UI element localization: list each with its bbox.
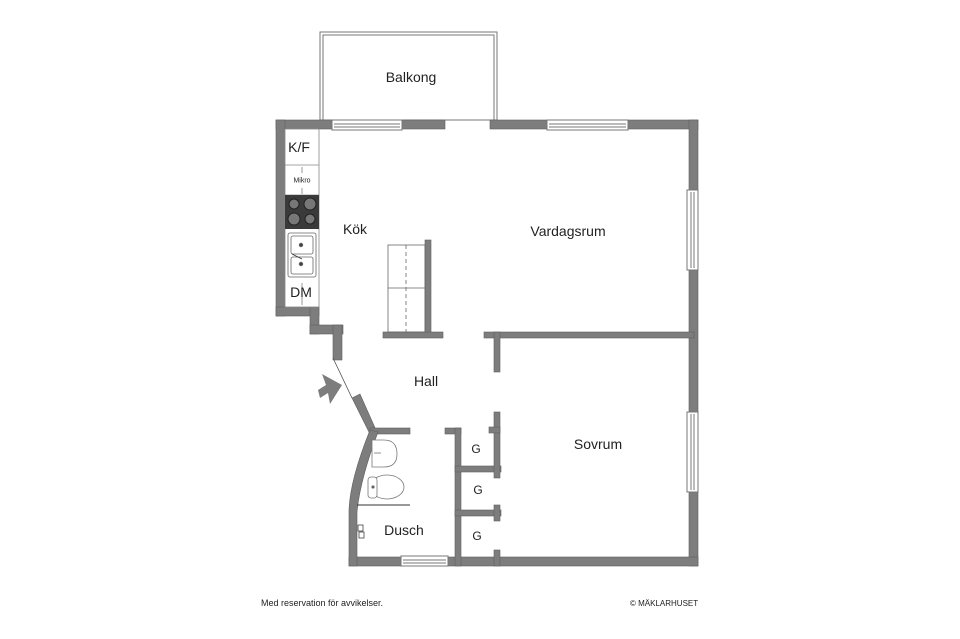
- walls: [275, 119, 699, 567]
- entrance-door[interactable]: [332, 357, 353, 399]
- shower-head-icon: [357, 524, 365, 539]
- fixture-label-kf: K/F: [288, 139, 310, 155]
- windows: [331, 119, 699, 567]
- toilet-icon: [367, 474, 405, 500]
- room-label-hall: Hall: [413, 373, 439, 389]
- kitchen-counter: [284, 128, 320, 308]
- room-label-balkong: Balkong: [385, 69, 437, 85]
- fixture-label-mikro: Mikro: [293, 177, 311, 185]
- closet-label: G: [472, 529, 482, 543]
- room-label-kok: Kök: [342, 221, 368, 237]
- room-label-vardagsrum: Vardagsrum: [530, 223, 606, 239]
- copyright-text: © MÄKLARHUSET: [630, 599, 699, 608]
- kitchen-island: [387, 244, 426, 333]
- sink-icon: [287, 232, 317, 278]
- room-label-dusch: Dusch: [384, 522, 424, 538]
- entrance-arrow-icon: [318, 374, 342, 404]
- disclaimer-text: Med reservation för avvikelser.: [261, 598, 384, 608]
- stove-icon: [285, 195, 319, 229]
- room-label-sovrum: Sovrum: [573, 436, 623, 452]
- fixture-label-dm: DM: [290, 284, 312, 300]
- closet-label: G: [473, 483, 483, 497]
- washbasin-icon: [371, 439, 398, 468]
- closet-label: G: [471, 442, 481, 456]
